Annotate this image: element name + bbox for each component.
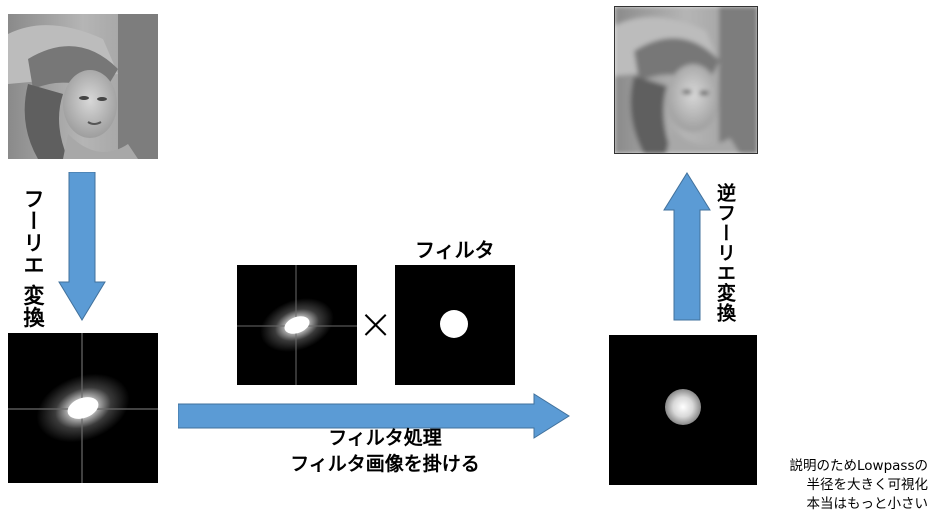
explanation-note-line3: 本当はもっと小さい [806, 496, 929, 512]
filtered-spectrum-image [609, 335, 757, 485]
multiply-symbol: × [358, 299, 394, 348]
forward-transform-label: フーリエ 変換 [20, 188, 46, 328]
process-label-line2: フィルタ画像を掛ける [290, 453, 480, 475]
process-label: フィルタ処理 フィルタ画像を掛ける [240, 425, 530, 477]
spectrum-small-image [237, 265, 357, 385]
inverse-transform-label: 逆フーリエ変換 [714, 183, 736, 323]
filter-process-arrow [178, 393, 570, 439]
process-label-line1: フィルタ処理 [328, 427, 442, 449]
reconstructed-image [614, 6, 758, 154]
explanation-note-line2: 半径を大きく可視化 [806, 477, 929, 493]
filter-title: フィルタ [415, 238, 495, 262]
forward-transform-label-line2: 変換 [21, 284, 45, 329]
forward-transform-label-line1: フーリエ [21, 188, 45, 276]
spectrum-image [8, 333, 158, 483]
forward-transform-arrow [58, 172, 106, 321]
filter-mask-image [395, 265, 515, 385]
explanation-note: 説明のためLowpassの 半径を大きく可視化 本当はもっと小さい [790, 457, 929, 514]
explanation-note-line1: 説明のためLowpassの [789, 458, 929, 474]
inverse-transform-arrow [663, 172, 711, 321]
original-image [8, 14, 158, 159]
